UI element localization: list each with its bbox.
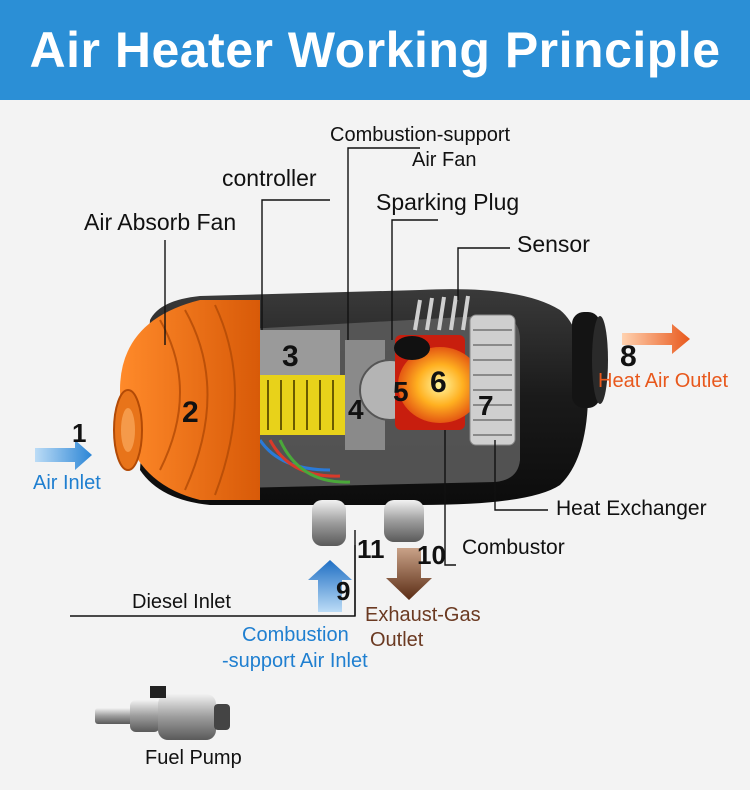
label-diesel-inlet: Diesel Inlet xyxy=(132,591,231,613)
air-inlet-arrow xyxy=(35,440,92,470)
number-10: 10 xyxy=(417,540,446,570)
label-sparking-plug: Sparking Plug xyxy=(376,189,520,215)
number-11: 11 xyxy=(357,534,385,564)
label-exhaust-2: Outlet xyxy=(370,629,424,651)
pipe-left xyxy=(312,500,346,546)
label-combustion-fan-1: Combustion-support xyxy=(330,124,511,146)
title-banner: Air Heater Working Principle xyxy=(0,0,750,100)
label-combustor: Combustor xyxy=(462,536,565,559)
number-7: 7 xyxy=(478,390,494,421)
page-title: Air Heater Working Principle xyxy=(29,22,721,78)
leader-lines xyxy=(70,147,548,617)
number-8: 8 xyxy=(620,340,637,373)
flame xyxy=(398,347,482,423)
number-3: 3 xyxy=(282,340,299,373)
number-2: 2 xyxy=(182,396,199,429)
label-air-absorb-fan: Air Absorb Fan xyxy=(84,209,237,235)
controller-block xyxy=(245,330,340,375)
number-1: 1 xyxy=(72,418,87,448)
label-combustion-fan-2: Air Fan xyxy=(412,149,477,171)
number-6: 6 xyxy=(430,366,447,399)
number-9: 9 xyxy=(336,576,351,606)
number-5: 5 xyxy=(393,376,409,407)
heat-exchanger-fins xyxy=(469,314,516,446)
label-sensor: Sensor xyxy=(517,231,590,257)
heat-outlet-arrow xyxy=(622,324,690,354)
label-fuel-pump: Fuel Pump xyxy=(145,747,242,769)
label-combustion-inlet-2: -support Air Inlet xyxy=(222,650,368,672)
exhaust-arrow xyxy=(386,548,432,600)
label-air-inlet: Air Inlet xyxy=(33,472,101,494)
spark-plug xyxy=(394,336,430,360)
heater-body xyxy=(113,289,608,546)
label-heat-exchanger: Heat Exchanger xyxy=(556,497,707,520)
air-absorb-fan xyxy=(120,300,260,500)
fuel-pump xyxy=(95,686,230,740)
combustion-air-inlet-arrow xyxy=(308,560,352,612)
pipe-right xyxy=(384,500,424,542)
label-controller: controller xyxy=(222,165,317,191)
number-4: 4 xyxy=(348,394,364,425)
label-exhaust-1: Exhaust-Gas xyxy=(365,604,481,626)
label-heat-air-outlet: Heat Air Outlet xyxy=(598,370,729,392)
label-combustion-inlet-1: Combustion xyxy=(242,624,349,646)
